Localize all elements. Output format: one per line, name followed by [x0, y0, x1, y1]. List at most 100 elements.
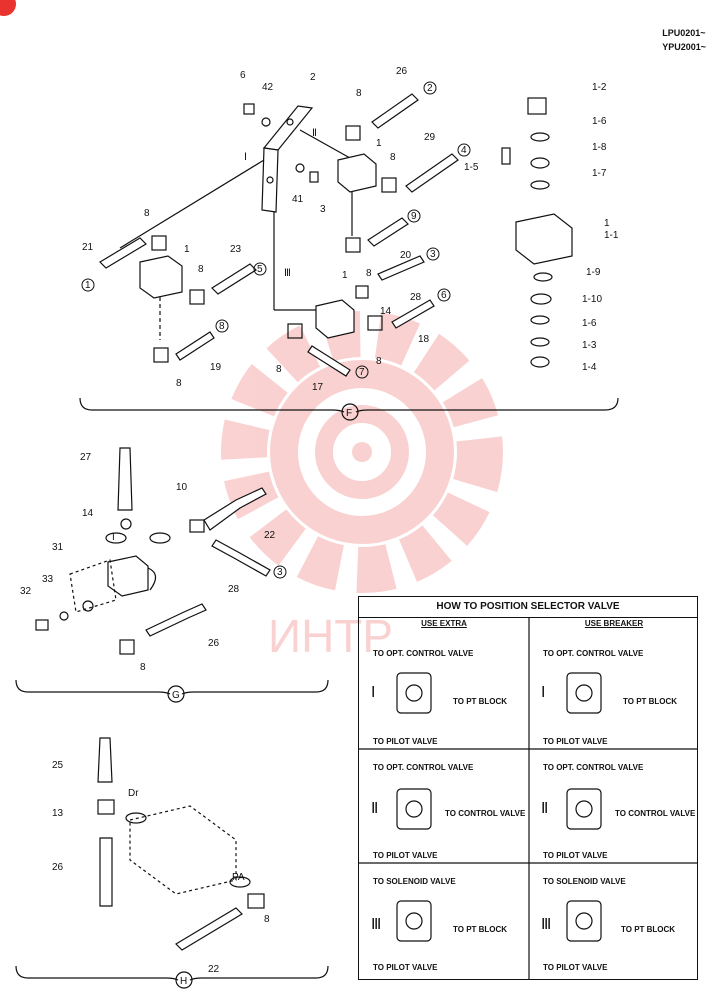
callout: 22 [264, 530, 276, 541]
callout: 1-2 [592, 82, 607, 93]
callout: 3 [320, 204, 326, 215]
section-f-drawing [79, 93, 619, 421]
row1-left-roman: Ⅰ [371, 685, 376, 701]
serial-range-1: LPU0201~ [662, 28, 706, 38]
callout: 26 [52, 862, 64, 873]
callout: 8 [366, 268, 372, 279]
circled-number: 2 [427, 83, 433, 94]
callout: 28 [228, 584, 240, 595]
callout: 10 [176, 482, 188, 493]
callout: 21 [82, 242, 94, 253]
row1-left-top: TO OPT. CONTROL VALVE [373, 649, 474, 658]
circled-number: 5 [257, 264, 263, 275]
callout: 1-8 [592, 142, 607, 153]
section-h-drawing [15, 737, 329, 989]
callout: 27 [80, 452, 92, 463]
row2-left-roman: Ⅱ [371, 801, 379, 817]
callout: 25 [52, 760, 64, 771]
callout: 19 [210, 362, 222, 373]
callout: 22 [208, 964, 220, 975]
callout: 1-5 [464, 162, 479, 173]
callout: 8 [356, 88, 362, 99]
row3-left-side: TO PT BLOCK [453, 925, 508, 934]
serial-header: LPU0201~ YPU2001~ [662, 26, 706, 54]
callout: 42 [262, 82, 274, 93]
circled-number: 4 [461, 145, 467, 156]
callout: 26 [396, 66, 408, 77]
callout: 32 [20, 586, 32, 597]
row1-right-top: TO OPT. CONTROL VALVE [543, 649, 644, 658]
row3-left-roman: Ⅲ [371, 917, 382, 933]
callout: 1-4 [582, 362, 597, 373]
callout: 31 [52, 542, 64, 553]
callout: 1-3 [582, 340, 597, 351]
callout: 33 [42, 574, 54, 585]
row1-left-side: TO PT BLOCK [453, 697, 508, 706]
section-f-label: F [346, 408, 352, 419]
circled-number: 6 [441, 290, 447, 301]
roman-ii-marker: Ⅱ [312, 128, 317, 139]
callout: 14 [82, 508, 94, 519]
row3-left-bottom: TO PILOT VALVE [373, 963, 438, 972]
callout: 8 [264, 914, 270, 925]
circled-number: 7 [359, 367, 365, 378]
serial-range-2: YPU2001~ [662, 42, 706, 52]
port-dr-mark: Dr [128, 788, 139, 799]
roman-i-marker: Ⅰ [244, 152, 247, 163]
circled-number: 9 [411, 211, 417, 222]
section-h-label: H [180, 976, 187, 987]
callout: 13 [52, 808, 64, 819]
callout: 26 [208, 638, 220, 649]
callout: 28 [410, 292, 422, 303]
circled-number: 8 [219, 321, 225, 332]
row2-left-bottom: TO PILOT VALVE [373, 851, 438, 860]
row3-right-side: TO PT BLOCK [621, 925, 676, 934]
table-grid [359, 617, 697, 979]
callout: 1-7 [592, 168, 607, 179]
section-g-drawing [15, 447, 329, 703]
row3-right-top: TO SOLENOID VALVE [543, 877, 626, 886]
column-use-breaker: USE BREAKER [584, 619, 644, 628]
callout: 8 [376, 356, 382, 367]
section-g-label: G [172, 690, 180, 701]
callout: 23 [230, 244, 242, 255]
callout: 1-6 [582, 318, 597, 329]
port-pa-mark: PA [232, 872, 245, 883]
callout: 8 [198, 264, 204, 275]
callout: 1 [342, 270, 348, 281]
circled-numbers [81, 81, 471, 579]
row2-left-side: TO CONTROL VALVE [445, 809, 526, 818]
callout: 41 [292, 194, 304, 205]
row2-right-top: TO OPT. CONTROL VALVE [543, 763, 644, 772]
circled-number: 3 [277, 567, 283, 578]
row2-left-top: TO OPT. CONTROL VALVE [373, 763, 474, 772]
corner-mark-icon [0, 0, 16, 16]
callout: 1 [604, 218, 610, 229]
row1-left-bottom: TO PILOT VALVE [373, 737, 438, 746]
callout: 8 [390, 152, 396, 163]
callout: 1-9 [586, 267, 601, 278]
row1-right-roman: Ⅰ [541, 685, 546, 701]
callout: 14 [380, 306, 392, 317]
row3-right-bottom: TO PILOT VALVE [543, 963, 608, 972]
row2-right-roman: Ⅱ [541, 801, 549, 817]
callout: 1-1 [604, 230, 619, 241]
circled-number: 1 [85, 280, 91, 291]
callout: 18 [418, 334, 430, 345]
callouts: 6 42 2 26 8 1 29 8 1-2 1-6 1-8 1-7 1-5 1… [20, 66, 619, 975]
callout: 29 [424, 132, 436, 143]
row1-right-bottom: TO PILOT VALVE [543, 737, 608, 746]
callout: 6 [240, 70, 246, 81]
row2-right-bottom: TO PILOT VALVE [543, 851, 608, 860]
callout: 8 [140, 662, 146, 673]
callout: 20 [400, 250, 412, 261]
row1-right-side: TO PT BLOCK [623, 697, 678, 706]
callout: 1 [184, 244, 190, 255]
row2-right-side: TO CONTROL VALVE [615, 809, 696, 818]
callout: 1-10 [582, 294, 602, 305]
watermark-gear-icon [221, 311, 503, 593]
table-title: HOW TO POSITION SELECTOR VALVE [359, 597, 697, 618]
callout: 2 [310, 72, 316, 83]
callout: 17 [312, 382, 324, 393]
